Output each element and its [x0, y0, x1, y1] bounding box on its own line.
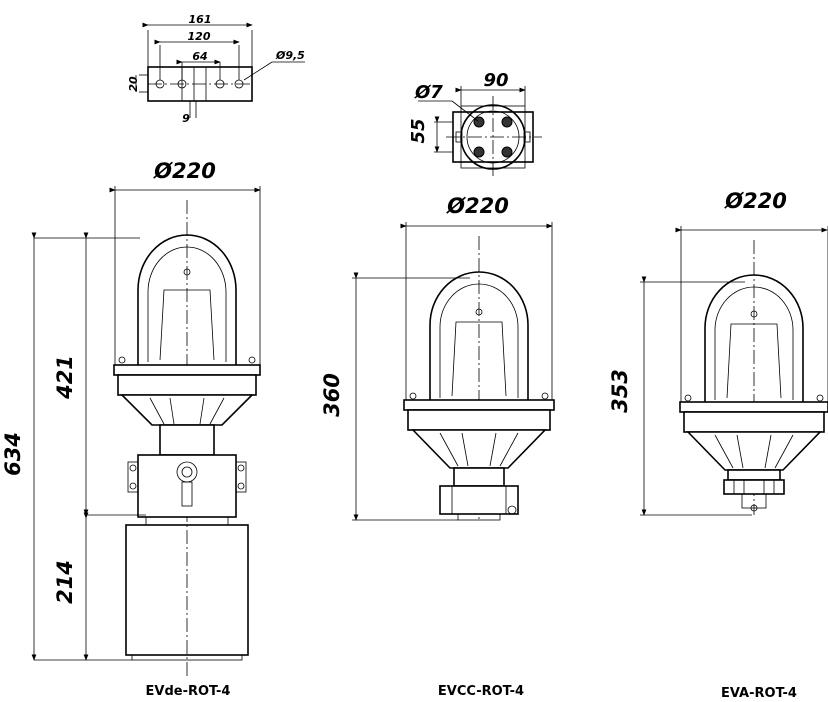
- dim-20-label: 20: [127, 76, 140, 92]
- lamp-2-model-label: EVCC-ROT-4: [438, 684, 524, 699]
- lamp-1-height-bottom-label: 214: [53, 560, 77, 604]
- lamp-eva-rot-4-drawing: [640, 226, 828, 516]
- dim-9-label: 9: [182, 112, 190, 125]
- lamp-evde-rot-4-drawing: [31, 186, 261, 678]
- dim-161-label: 161: [189, 13, 212, 26]
- lamp-3-height-label: 353: [608, 369, 632, 413]
- lamp-2-height-label: 360: [320, 373, 344, 417]
- dim-hole-9-5-label: Ø9,5: [275, 49, 305, 62]
- lamp-1-model-label: EVde-ROT-4: [146, 684, 231, 699]
- lamp-evcc-rot-4-drawing: [352, 222, 555, 522]
- mounting-bracket-detail: [135, 22, 305, 118]
- dim-120-label: 120: [188, 30, 211, 43]
- lamp-1-height-total-label: 634: [1, 432, 25, 476]
- flange-detail: [418, 86, 542, 176]
- lamp-3-model-label: EVA-ROT-4: [721, 686, 797, 701]
- dim-55-label: 55: [408, 118, 429, 143]
- lamp-1-height-top-label: 421: [53, 355, 77, 400]
- dim-90-label: 90: [483, 70, 508, 91]
- lamp-1-diameter-label: Ø220: [153, 159, 216, 183]
- lamp-3-diameter-label: Ø220: [724, 189, 787, 213]
- lamp-2-diameter-label: Ø220: [446, 194, 509, 218]
- dim-hole-7-label: Ø7: [414, 82, 443, 103]
- dim-64-label: 64: [192, 50, 207, 63]
